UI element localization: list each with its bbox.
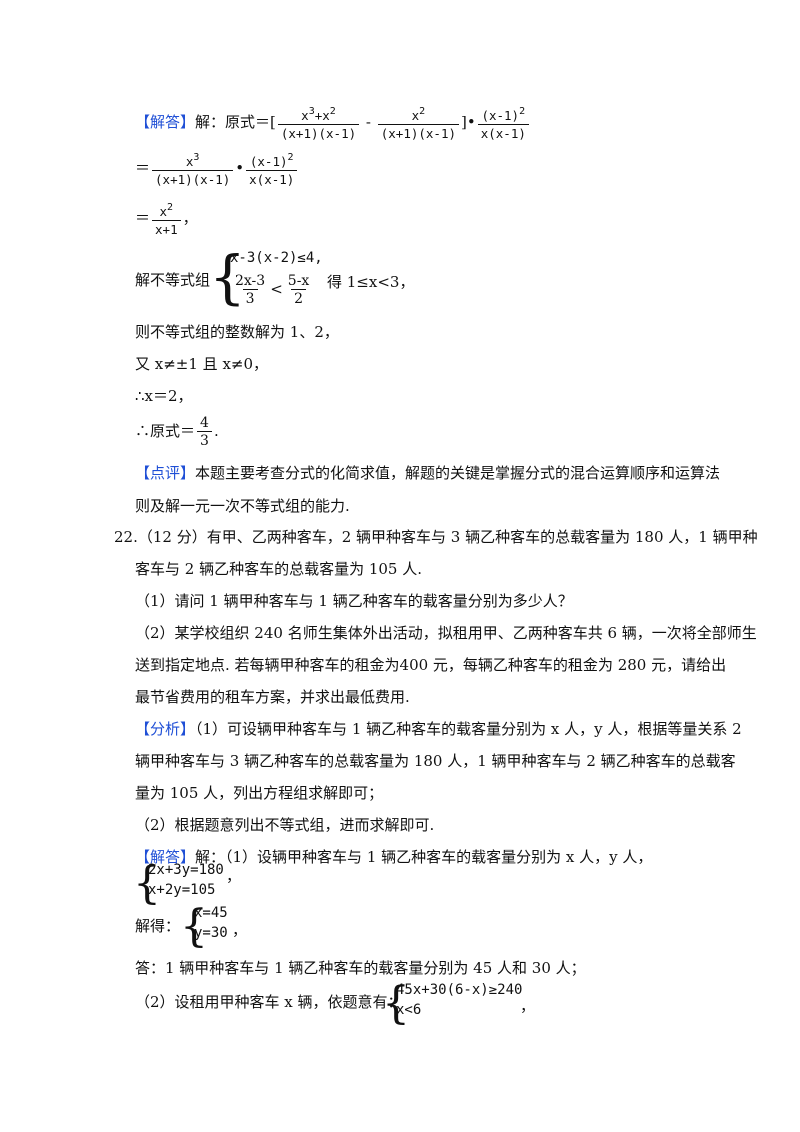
exponent: 2 — [419, 106, 426, 117]
solution-lead: 解：原式＝[ — [195, 113, 276, 131]
solve-lead: 解得： — [135, 917, 181, 935]
fraction-numerator-part: +x — [314, 108, 330, 123]
comma: ， — [182, 209, 198, 227]
therefore-original: ∴原式＝ — [135, 422, 196, 440]
therefore-x-line: ∴x＝2， — [135, 387, 193, 405]
analysis-line-2: 辆甲种客车与 3 辆乙种客车的总载客量为 180 人，1 辆甲种客车与 2 辆乙… — [135, 752, 736, 770]
fraction-numerator: x — [411, 108, 420, 123]
analysis-line-1: 【分析】（1）可设辆甲种客车与 1 辆乙种客车的载客量分别为 x 人，y 人，根… — [135, 719, 742, 739]
fraction-numerator: 4 — [200, 415, 209, 431]
solution-line-x: x=45 — [194, 905, 228, 921]
bracket-close: ]• — [461, 113, 476, 131]
period: . — [213, 422, 219, 440]
question-22-part-2-line-3: 最节省费用的租车方案，并求出最低费用. — [135, 688, 410, 706]
comment-text: 本题主要考查分式的化简求值，解题的关键是掌握分式的混合运算顺序和运算法 — [195, 464, 721, 482]
less-than-sign: < — [270, 280, 283, 298]
fraction: x3 (x+1)(x-1) — [152, 150, 234, 188]
fraction-denominator: 2 — [291, 289, 307, 307]
question-22-part-1: （1）请问 1 辆甲种客车与 1 辆乙种客车的载客量分别为多少人？ — [135, 592, 573, 610]
exponent: 3 — [193, 152, 200, 163]
answer-part-1-line: 答：1 辆甲种客车与 1 辆乙种客车的载客量分别为 45 人和 30 人； — [135, 959, 586, 977]
answer-text: 解：（1）设辆甲种客车与 1 辆乙种客车的载客量分别为 x 人，y 人， — [195, 848, 653, 866]
fraction-denominator: (x+1)(x-1) — [377, 124, 460, 142]
analysis-text: （1）可设辆甲种客车与 1 辆乙种客车的载客量分别为 x 人，y 人，根据等量关… — [195, 720, 742, 738]
fraction-denominator: x(x-1) — [246, 170, 298, 188]
fraction-numerator: x — [301, 108, 309, 123]
solution-expression-line: 【解答】解：原式＝[x3+x2(x+1)(x-1) - x2(x+1)(x-1)… — [135, 104, 531, 142]
fraction-numerator: 2x-3 — [235, 273, 266, 289]
exponent: 2 — [519, 106, 526, 117]
exponent: 3 — [308, 106, 315, 117]
fraction-numerator: x — [159, 204, 168, 219]
question-22-line-1: 22.（12 分）有甲、乙两种客车，2 辆甲种客车与 3 辆乙种客车的总载客量为… — [114, 528, 758, 546]
fraction: x3+x2 (x+1)(x-1) — [277, 104, 360, 142]
system-comma: ， — [232, 921, 248, 939]
fraction-denominator: 3 — [197, 431, 212, 449]
left-brace: { — [209, 243, 246, 311]
exponent: 2 — [287, 152, 294, 163]
inequality-line-1: 45x+30(6-x)≥240 — [396, 982, 523, 998]
fraction-numerator: (x-1) — [249, 154, 288, 169]
answer-22-line-1: 【解答】解：（1）设辆甲种客车与 1 辆乙种客车的载客量分别为 x 人，y 人， — [135, 847, 652, 867]
fraction-numerator: x — [185, 154, 194, 169]
inequality-line-1: x-3(x-2)≤4, — [230, 250, 323, 266]
comment-line-1: 【点评】本题主要考查分式的化简求值，解题的关键是掌握分式的混合运算顺序和运算法 — [135, 463, 720, 483]
inequality-result: 得 1≤x<3， — [327, 273, 415, 291]
fraction-denominator: x(x-1) — [477, 124, 529, 142]
question-22-line-2: 客车与 2 辆乙种客车的总载客量为 105 人. — [135, 560, 423, 578]
integer-solution-line: 则不等式组的整数解为 1、2， — [135, 323, 339, 341]
fraction: (x-1)2 x(x-1) — [246, 150, 298, 188]
comment-line-2: 则及解一元一次不等式组的能力. — [135, 497, 350, 515]
analysis-line-3: 量为 105 人，列出方程组求解即可； — [135, 784, 384, 802]
simplification-step-2: ＝ x3 (x+1)(x-1)• (x-1)2 x(x-1) — [135, 150, 299, 188]
fraction: (x-1)2 x(x-1) — [477, 104, 529, 142]
answer-part-2-lead: （2）设租用甲种客车 x 辆，依题意有： — [135, 993, 403, 1011]
left-brace: { — [133, 858, 161, 909]
fraction-denominator: 3 — [242, 289, 258, 307]
question-22-part-2-line-2: 送到指定地点. 若每辆甲种客车的租金为400 元，每辆乙种客车的租金为 280 … — [135, 656, 727, 674]
analysis-tag: 【分析】 — [135, 720, 196, 738]
fraction-numerator: (x-1) — [481, 108, 520, 123]
inequality-system-lead: 解不等式组 — [135, 271, 211, 289]
condition-line: 又 x≠±1 且 x≠0， — [135, 355, 269, 373]
comment-tag: 【点评】 — [135, 464, 196, 482]
exponent: 2 — [167, 202, 174, 213]
system-comma: ， — [226, 867, 242, 885]
equals-sign: ＝ — [135, 159, 151, 177]
simplification-step-3: ＝ x2 x+1， — [135, 200, 198, 238]
left-brace: { — [180, 901, 208, 952]
system-comma: ， — [520, 997, 536, 1015]
answer-tag: 【解答】 — [135, 113, 196, 131]
equation-line-1: 2x+3y=180 — [148, 862, 224, 878]
fraction-denominator: (x+1)(x-1) — [152, 170, 234, 188]
equation-line-2: x+2y=105 — [148, 882, 216, 898]
analysis-line-4: （2）根据题意列出不等式组，进而求解即可. — [135, 816, 435, 834]
exponent: 2 — [329, 106, 336, 117]
question-22-part-2-line-1: （2）某学校组织 240 名师生集体外出活动，拟租用甲、乙两种客车共 6 辆，一… — [135, 624, 757, 642]
inequality-line-2: x<6 — [396, 1002, 422, 1018]
fraction-denominator: x+1 — [152, 220, 181, 238]
fraction: x2 (x+1)(x-1) — [377, 104, 460, 142]
minus-sign: - — [361, 113, 376, 131]
solution-line-y: y=30 — [194, 925, 228, 941]
left-brace: { — [382, 978, 410, 1029]
equals-sign: ＝ — [135, 209, 151, 227]
fraction-denominator: (x+1)(x-1) — [277, 124, 360, 142]
fraction: x2 x+1 — [152, 200, 181, 238]
answer-tag: 【解答】 — [135, 848, 196, 866]
multiply-dot: • — [235, 159, 245, 177]
fraction-numerator: 5-x — [287, 273, 310, 289]
